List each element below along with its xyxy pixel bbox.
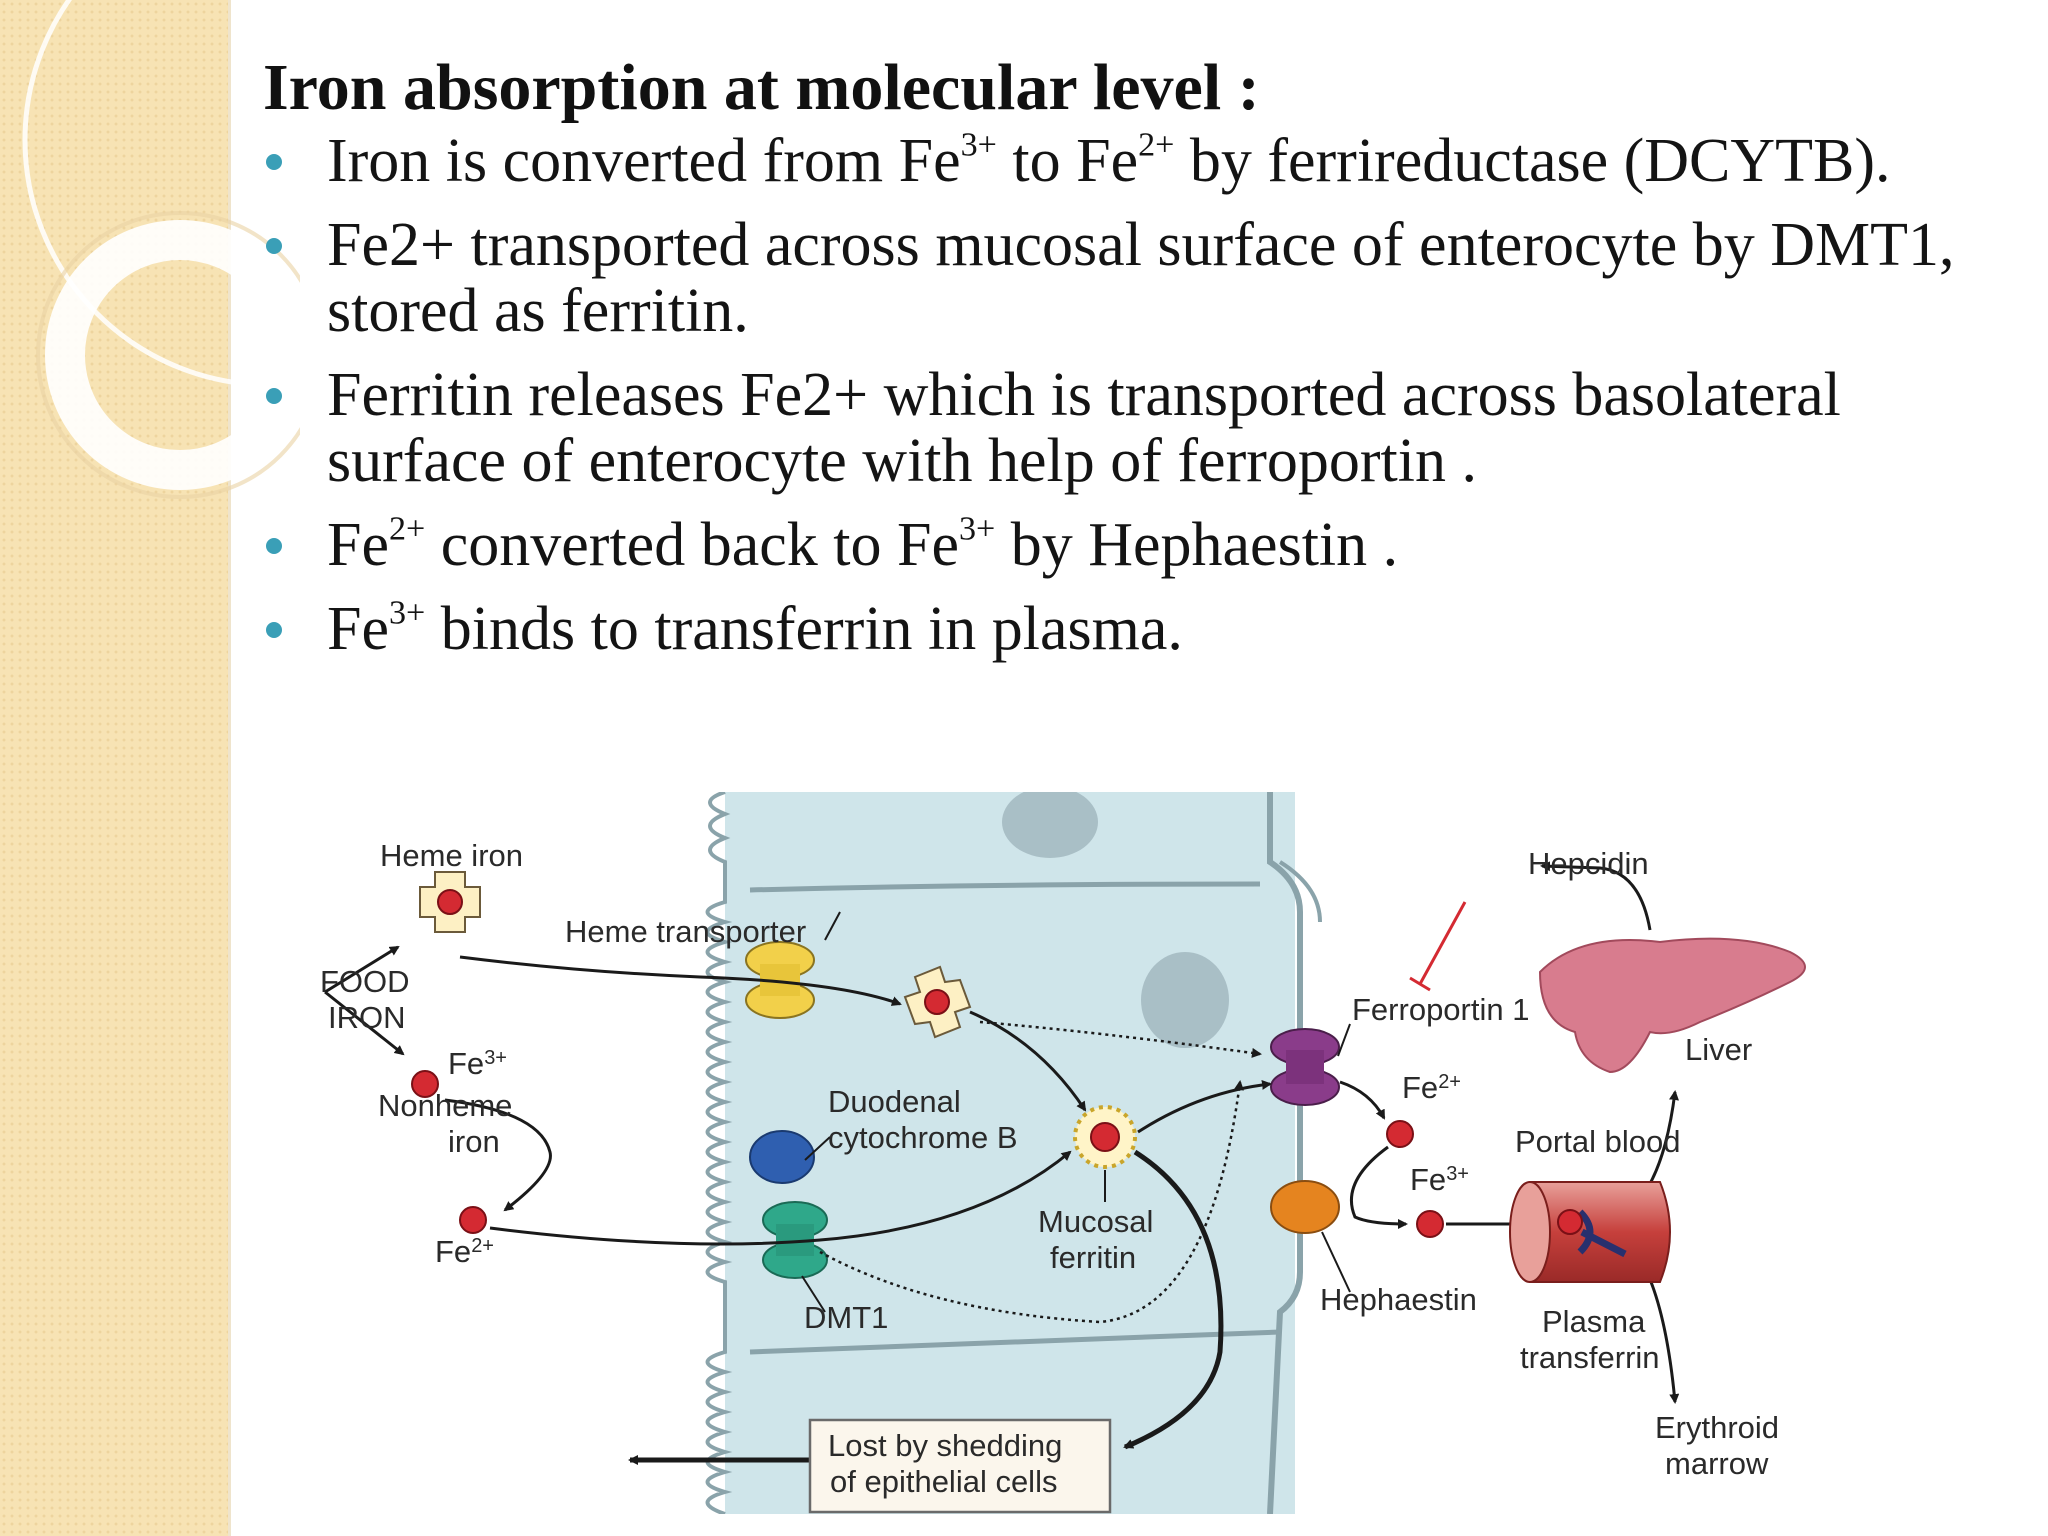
bullet-dot — [266, 238, 282, 254]
iron-absorption-diagram: Heme iron FOOD IRON Heme transporter Fe3… — [280, 792, 1880, 1514]
enterocyte-cell — [705, 792, 1322, 1514]
label-fe3-basolateral: Fe3+ — [1410, 1162, 1469, 1197]
liver-illustration — [1538, 937, 1806, 1074]
label-ferritin: ferritin — [1050, 1240, 1136, 1275]
bullet-item: Iron is converted from Fe3+ to Fe2+ by f… — [263, 128, 2003, 194]
label-nonheme-iron: iron — [448, 1124, 500, 1159]
mucosal-ferritin — [1073, 1105, 1137, 1169]
heme-inside-cell — [903, 965, 972, 1039]
bullet-dot — [266, 538, 282, 554]
label-fe3: Fe3+ — [448, 1046, 507, 1081]
label-hepcidin: Hepcidin — [1528, 846, 1649, 881]
label-marrow: marrow — [1665, 1446, 1769, 1481]
label-heme-iron: Heme iron — [380, 838, 523, 873]
fe2-ion-basolateral — [1386, 1120, 1414, 1148]
ferroportin-protein — [1270, 1028, 1340, 1106]
label-ferroportin: Ferroportin 1 — [1352, 992, 1529, 1027]
label-heme-transporter: Heme transporter — [565, 914, 806, 949]
decorative-rings — [22, 0, 300, 499]
label-transferrin: transferrin — [1520, 1340, 1660, 1375]
heme-iron-molecule — [419, 871, 481, 933]
label-nonheme: Nonheme — [378, 1088, 512, 1123]
slide-title: Iron absorption at molecular level : — [263, 51, 1260, 124]
portal-vessel — [1509, 1181, 1671, 1283]
label-epithelial-cells: of epithelial cells — [830, 1464, 1057, 1499]
bullet-item: Fe2+ converted back to Fe3+ by Hephaesti… — [263, 512, 2003, 578]
dcytb-protein — [749, 1130, 815, 1184]
label-mucosal: Mucosal — [1038, 1204, 1153, 1239]
diagram-svg: Heme iron FOOD IRON Heme transporter Fe3… — [320, 792, 1806, 1514]
bullet-item: Fe2+ transported across mucosal surface … — [263, 212, 2003, 344]
hephaestin-protein — [1270, 1180, 1340, 1234]
dotted-arrows — [819, 1020, 1262, 1324]
bullet-item: Fe3+ binds to transferrin in plasma. — [263, 596, 2003, 662]
label-food: FOOD — [320, 964, 410, 999]
label-dmt1: DMT1 — [804, 1300, 888, 1335]
fe2-ion — [459, 1206, 487, 1234]
bullet-dot — [266, 622, 282, 638]
label-duodenal: Duodenal — [828, 1084, 961, 1119]
label-cytochrome-b: cytochrome B — [828, 1120, 1018, 1155]
label-fe2: Fe2+ — [435, 1234, 494, 1269]
sidebar-edge — [228, 0, 231, 1536]
fe3-ion-basolateral — [1416, 1210, 1444, 1238]
dmt1-protein — [762, 1201, 828, 1279]
label-iron: IRON — [328, 1000, 406, 1035]
bullet-item: Ferritin releases Fe2+ which is transpor… — [263, 362, 2003, 494]
label-liver: Liver — [1685, 1032, 1752, 1067]
bullet-dot — [266, 154, 282, 170]
fe3-ion — [411, 1070, 439, 1098]
bullet-list: Iron is converted from Fe3+ to Fe2+ by f… — [263, 128, 2003, 680]
leader-lines — [801, 911, 1351, 1313]
label-erythroid: Erythroid — [1655, 1410, 1779, 1445]
label-fe2-basolateral: Fe2+ — [1402, 1070, 1461, 1105]
shedding-box — [808, 1418, 1112, 1514]
bullet-dot — [266, 388, 282, 404]
hepcidin-inhibition — [1409, 901, 1467, 992]
label-lost-by-shedding: Lost by shedding — [828, 1428, 1062, 1463]
label-hephaestin: Hephaestin — [1320, 1282, 1477, 1317]
label-portal-blood: Portal blood — [1515, 1124, 1680, 1159]
label-plasma: Plasma — [1542, 1304, 1646, 1339]
